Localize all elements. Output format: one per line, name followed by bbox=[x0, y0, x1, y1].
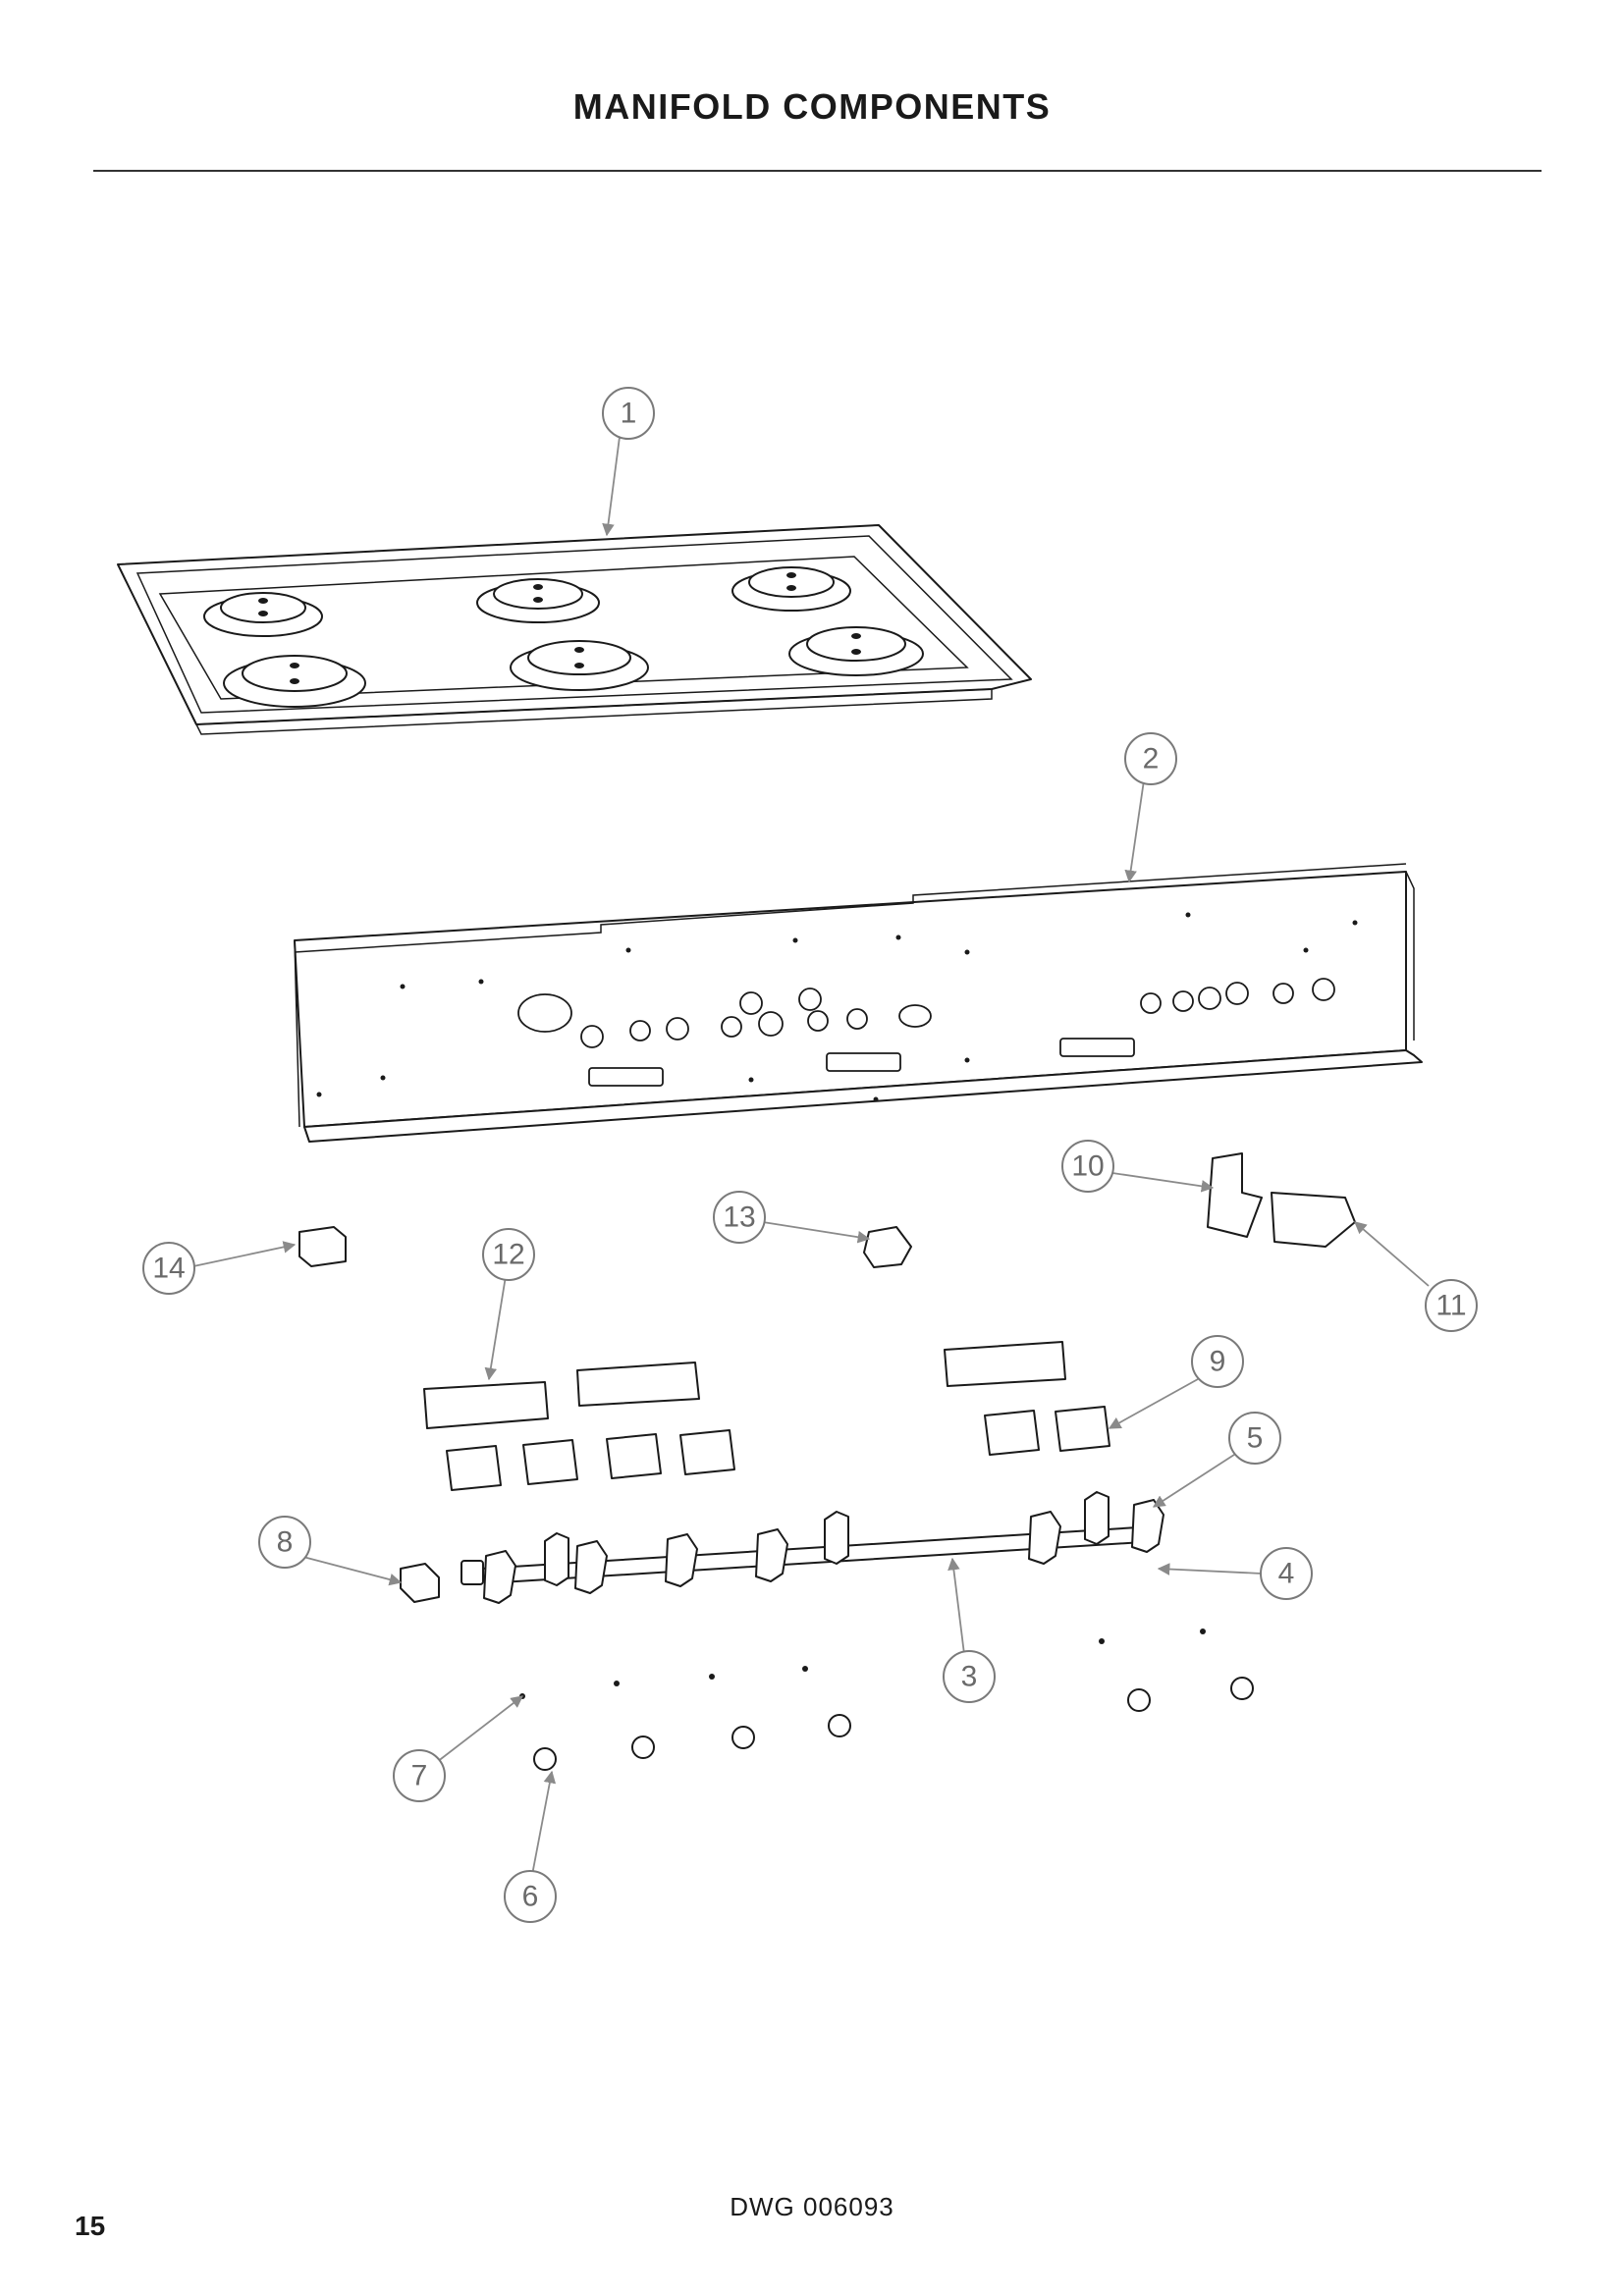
manifold-panel bbox=[294, 863, 1423, 1143]
callout-14: 14 bbox=[142, 1242, 195, 1295]
pressure-regulator bbox=[863, 1226, 912, 1268]
callout-10: 10 bbox=[1061, 1140, 1114, 1193]
burner-base-1 bbox=[203, 592, 323, 637]
burner-base-6 bbox=[788, 626, 924, 676]
callout-3: 3 bbox=[943, 1650, 996, 1703]
valve-clips bbox=[533, 1677, 1254, 1771]
cooktop-tray bbox=[117, 524, 1032, 735]
callout-5: 5 bbox=[1228, 1412, 1281, 1465]
callout-12: 12 bbox=[482, 1228, 535, 1281]
page-number: 15 bbox=[75, 2211, 106, 2241]
callout-7: 7 bbox=[393, 1749, 446, 1802]
burner-base-5 bbox=[510, 640, 649, 691]
svg-text:2: 2 bbox=[1143, 743, 1160, 775]
igniter-modules bbox=[446, 1406, 1110, 1491]
mounting-bracket bbox=[544, 1491, 1110, 1586]
callout-13: 13 bbox=[713, 1191, 766, 1244]
svg-text:11: 11 bbox=[1435, 1290, 1466, 1322]
bracket-strips bbox=[423, 1341, 1066, 1429]
svg-text:7: 7 bbox=[411, 1760, 428, 1792]
callout-6: 6 bbox=[504, 1870, 557, 1923]
svg-text:9: 9 bbox=[1210, 1346, 1226, 1378]
svg-text:1: 1 bbox=[621, 398, 637, 430]
svg-text:10: 10 bbox=[1071, 1150, 1104, 1183]
title-divider bbox=[93, 170, 1542, 172]
valve-body bbox=[483, 1499, 1164, 1604]
thermostat-bracket bbox=[1207, 1152, 1263, 1238]
callout-9: 9 bbox=[1191, 1335, 1244, 1388]
svg-text:12: 12 bbox=[492, 1239, 524, 1271]
burner-base-2 bbox=[476, 578, 600, 623]
drawing-number: DWG 006093 bbox=[730, 2192, 894, 2221]
page-title: MANIFOLD COMPONENTS bbox=[572, 86, 1052, 127]
screws bbox=[519, 1629, 1206, 1699]
svg-text:14: 14 bbox=[152, 1253, 185, 1285]
leader-lines bbox=[192, 436, 1430, 1876]
power-switch bbox=[298, 1226, 347, 1267]
svg-text:3: 3 bbox=[961, 1661, 978, 1693]
svg-text:5: 5 bbox=[1247, 1422, 1264, 1455]
end-fitting bbox=[400, 1563, 440, 1603]
callout-4: 4 bbox=[1260, 1547, 1313, 1600]
burner-base-3 bbox=[731, 566, 851, 612]
callout-1: 1 bbox=[602, 387, 655, 440]
spark-module bbox=[1271, 1192, 1356, 1248]
callout-8: 8 bbox=[258, 1516, 311, 1569]
svg-text:13: 13 bbox=[723, 1201, 755, 1234]
callout-2: 2 bbox=[1124, 732, 1177, 785]
svg-text:6: 6 bbox=[522, 1881, 539, 1913]
burner-base-4 bbox=[223, 655, 366, 708]
svg-text:4: 4 bbox=[1278, 1558, 1295, 1590]
callout-11: 11 bbox=[1425, 1279, 1478, 1332]
svg-text:8: 8 bbox=[277, 1526, 294, 1559]
